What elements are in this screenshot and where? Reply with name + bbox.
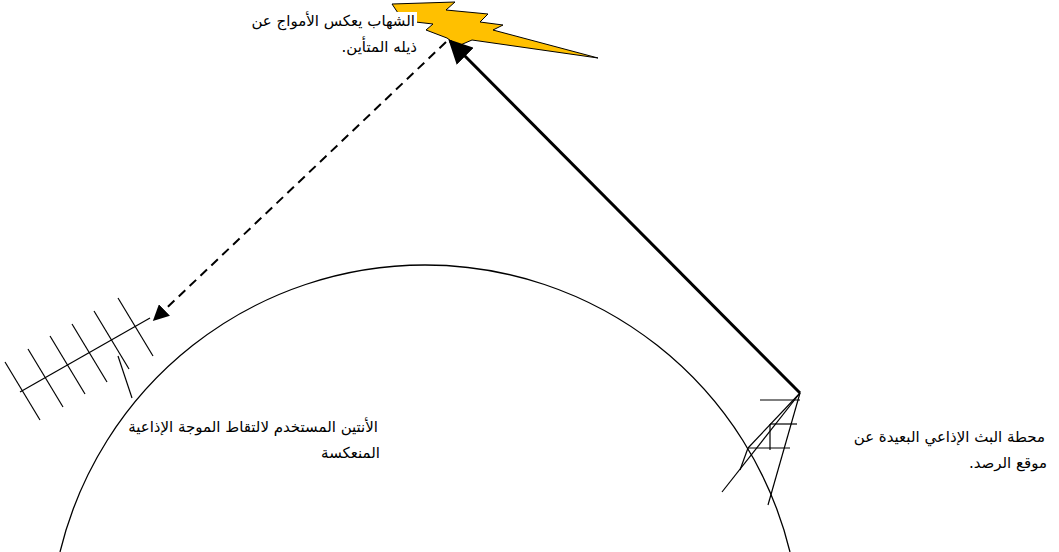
earth-surface (60, 265, 790, 552)
meteor-caption: الشهاب يعكس الأمواج عن ذيله المتأين. (232, 8, 417, 61)
yagi-antenna (5, 298, 153, 420)
broadcast-tower (722, 393, 800, 505)
transmitted-wave-arrow (450, 41, 800, 393)
antenna-caption: الأنتين المستخدم لالتقاط الموجة الإذاعية… (118, 414, 380, 467)
reflected-wave-arrow (154, 42, 446, 320)
station-caption: محطة البث الإذاعي البعيدة عن موقع الرصد. (832, 424, 1047, 477)
